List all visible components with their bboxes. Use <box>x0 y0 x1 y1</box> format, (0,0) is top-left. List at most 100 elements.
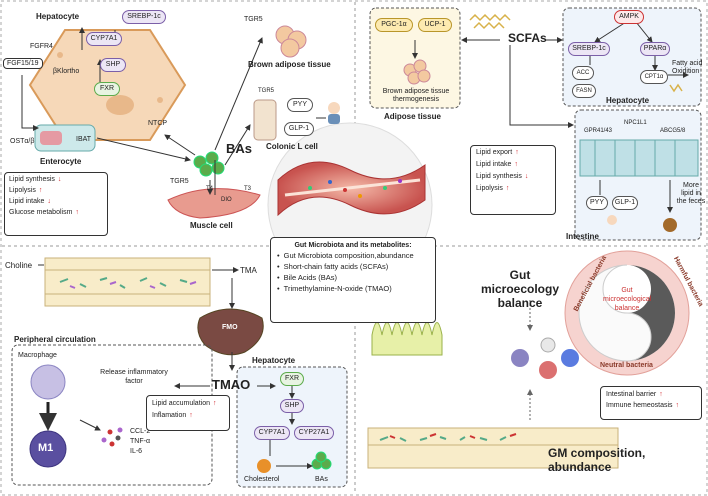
effect-row: Lipid intake↓ <box>9 198 51 205</box>
effect-row: Glucose metabolism↑ <box>9 209 79 216</box>
q1-muscle-label: Muscle cell <box>190 221 233 230</box>
feces-icon <box>663 218 677 232</box>
scfa-chains <box>469 13 511 22</box>
q1-t4-label: T4 <box>206 186 214 192</box>
q4-gm-title: GM composition, abundance <box>548 446 646 474</box>
q2-abcg-label: ABCG5/8 <box>660 128 686 134</box>
q2-pgc-pill: PGC-1α <box>375 18 413 32</box>
center-summary-box: Gut Microbiota and its metabolites: Gut … <box>270 237 436 323</box>
q1-t3-label: T3 <box>244 186 252 192</box>
effect-row: Lipid intake↑ <box>476 161 518 168</box>
q1-fgf-box: FGF15/19 <box>3 58 43 69</box>
q3-shp-pill: SHP <box>280 399 304 413</box>
q1-srebp-pill: SREBP-1c <box>122 10 166 24</box>
q3-cyp7a1-pill: CYP7A1 <box>254 426 290 440</box>
effect-row: Intestinal barrier↑ <box>606 391 663 398</box>
q1-tgr5-m-label: TGR5 <box>170 178 189 185</box>
q1-fxr-pill: FXR <box>94 82 120 96</box>
q1-hepatocyte-label: Hepatocyte <box>36 12 80 21</box>
q2-scfas-label: SCFAs <box>508 31 547 45</box>
q3-effects-box: Lipid accumulation↑ Inflamation↑ <box>146 395 230 431</box>
q3-cyp27a1-pill: CYP27A1 <box>294 426 334 440</box>
q1-pyy-pill: PYY <box>287 98 313 112</box>
muscle-cell <box>167 188 261 219</box>
list-item: Gut Microbiota composition,abundance <box>277 251 429 260</box>
q3-tmao-label: TMAO <box>212 377 251 392</box>
q1-lcell-label: Colonic L cell <box>266 142 318 151</box>
q3-fxr-pill: FXR <box>280 372 304 386</box>
list-item: Bile Acids (BAs) <box>277 273 429 282</box>
q2-bat-thermo-label: Brown adipose tissue thermogenesis <box>382 88 450 103</box>
q3-bas-label: BAs <box>315 476 328 483</box>
q2-gpr-label: GPR41/43 <box>584 128 613 134</box>
q2-srebp-pill: SREBP-1c <box>568 42 610 56</box>
effect-row: Lipolysis↑ <box>476 185 510 192</box>
q2-ppar-pill: PPARα <box>640 42 670 56</box>
liver-icon <box>197 308 264 356</box>
q3-ccl2-label: CCL-2 <box>130 428 151 435</box>
q2-intestine-label: Intestine <box>566 232 599 241</box>
center-list: Gut Microbiota composition,abundance Sho… <box>277 251 429 293</box>
q2-more-lipid-label: More lipid in the feces <box>676 182 706 205</box>
q3-peripheral-label: Peripheral circulation <box>14 335 96 344</box>
q2-glp1-pill: GLP-1 <box>612 196 638 210</box>
q2-cpt-pill: CPT1α <box>640 70 668 84</box>
q4-center-label: Gut microecological balance <box>603 287 652 312</box>
macrophage-cell <box>30 364 66 400</box>
q1-ibat-label: IBAT <box>76 136 92 143</box>
q4-neutral-label: Neutral bacteria <box>600 362 653 369</box>
q1-enterocyte-label: Enterocyte <box>40 157 82 166</box>
q2-fao-label: Fatty acid Oxidition <box>672 60 703 75</box>
q3-il6-label: IL-6 <box>130 448 143 455</box>
q4-effects-box: Intestinal barrier↑ Immune hemeostasis↑ <box>600 386 702 420</box>
cholesterol-icon <box>257 459 271 473</box>
q3-macrophage-label: Macrophage <box>18 352 57 359</box>
q2-fasn-pill: FASN <box>572 84 596 98</box>
q1-tgr5-bat-label: TGR5 <box>244 16 263 23</box>
q3-release-label: Release inflammatory factor <box>100 369 168 385</box>
effect-row: Immune hemeostasis↑ <box>606 402 680 409</box>
effect-row: Lipid accumulation↑ <box>152 400 217 407</box>
list-item: Trimethylamine-N-oxide (TMAO) <box>277 284 429 293</box>
q1-bat-label: Brown adipose tissue <box>248 60 331 69</box>
m1-cell <box>29 430 67 468</box>
effect-row: Inflamation↑ <box>152 412 193 419</box>
q2-effects-box: Lipid export↑ Lipid intake↑ Lipid synthe… <box>470 145 556 215</box>
q2-ampk-pill: AMPK <box>614 10 644 24</box>
q2-npc-label: NPC1L1 <box>624 120 647 126</box>
q3-fmo-label: FMO <box>222 324 238 331</box>
effect-row: Lipolysis↑ <box>9 187 43 194</box>
q1-klotho-label: βKlortho <box>53 68 80 75</box>
q2-pyy-pill: PYY <box>586 196 608 210</box>
person-icon <box>328 102 340 114</box>
q1-glp1-pill: GLP-1 <box>284 122 314 136</box>
q4-balance-title: Gut microecology balance <box>480 268 560 310</box>
colonic-l-cell <box>253 99 277 141</box>
q3-tnf-label: TNF-α <box>130 438 150 445</box>
gm-intestine-strip <box>367 427 619 469</box>
q1-fgfr4-label: FGFR4 <box>30 43 53 50</box>
q3-choline-label: Choline <box>5 261 33 270</box>
q1-cyp7a1-pill: CYP7A1 <box>86 32 122 46</box>
effect-row: Lipid synthesis↓ <box>476 173 529 180</box>
villi-icon <box>371 322 443 356</box>
q1-ntcp-label: NTCP <box>148 120 168 127</box>
q3-hepatocyte-label: Hepatocyte <box>252 356 296 365</box>
q2-ucp-pill: UCP-1 <box>418 18 452 32</box>
q3-tma-label: TMA <box>240 266 257 275</box>
q1-shp-pill: SHP <box>100 58 126 72</box>
q1-bas-label: BAs <box>226 141 253 156</box>
q1-effects-box: Lipid synthesis↓ Lipolysis↑ Lipid intake… <box>4 172 108 236</box>
effect-row: Lipid export↑ <box>476 149 519 156</box>
q2-adipose-label: Adipose tissue <box>384 112 441 121</box>
q1-tgr5-l-label: TGR5 <box>258 88 275 94</box>
q2-acc-pill: ACC <box>572 66 594 80</box>
q3-m1-label: M1 <box>38 442 54 454</box>
q1-dio-label: DIO <box>221 197 232 203</box>
q1-ost-label: OSTα/β <box>10 138 35 145</box>
list-item: Short-chain fatty acids (SCFAs) <box>277 262 429 271</box>
q2-hepatocyte-label: Hepatocyte <box>606 96 650 105</box>
effect-row: Lipid synthesis↓ <box>9 176 62 183</box>
center-title: Gut Microbiota and its metabolites: <box>294 242 412 249</box>
q3-cholesterol-label: Cholesterol <box>244 476 280 483</box>
